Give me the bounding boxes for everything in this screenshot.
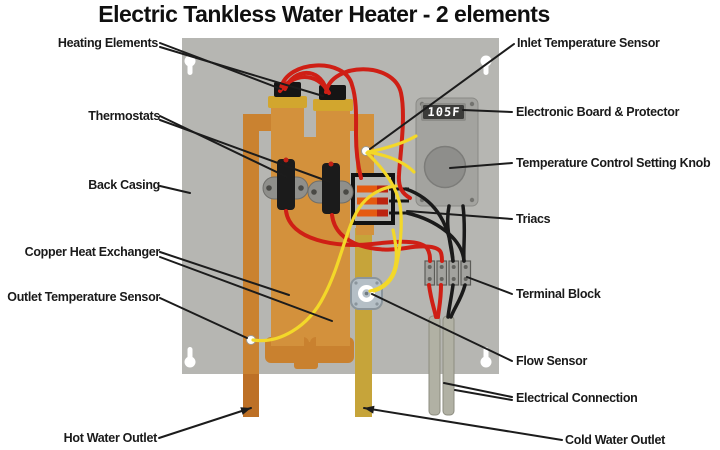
leader-copper-exchanger-1 (159, 251, 290, 296)
hot-water-outlet-pipe (243, 374, 259, 417)
leader-thermostats-2 (159, 119, 331, 183)
leader-lines (158, 42, 563, 441)
label-triacs: Triacs (516, 212, 551, 226)
leader-terminal-block (466, 276, 513, 295)
arrowhead-hot-water (240, 407, 251, 415)
leader-electronic-board (462, 109, 513, 113)
cold-water-outlet-pipe (355, 374, 372, 417)
electronic-board (415, 97, 479, 207)
label-electronic-board-protector: Electronic Board & Protector (516, 105, 680, 119)
leader-triacs (406, 210, 513, 220)
heating-column-1 (271, 106, 304, 346)
label-terminal-block: Terminal Block (516, 287, 601, 301)
heating-element-collar-2 (313, 99, 353, 111)
heating-column-2 (316, 109, 350, 346)
thermostat-1 (262, 157, 309, 210)
label-back-casing: Back Casing (88, 178, 160, 192)
leader-copper-exchanger-2 (159, 256, 333, 322)
mounting-keyhole-top-left (184, 55, 196, 75)
label-outlet-temperature-sensor: Outlet Temperature Sensor (7, 290, 160, 304)
leader-heating-elements-2 (159, 46, 324, 97)
label-inlet-temperature-sensor: Inlet Temperature Sensor (517, 36, 660, 50)
exchanger-bottom-block (294, 342, 318, 369)
board-screw (469, 101, 475, 107)
electrical-cable-1 (428, 315, 441, 416)
triacs (351, 173, 409, 225)
leader-outlet-sensor (159, 297, 248, 339)
temperature-display (423, 105, 464, 119)
label-flow-sensor: Flow Sensor (516, 354, 588, 368)
leader-thermostats-1 (159, 115, 288, 178)
mounting-keyhole-bottom-left (184, 347, 196, 368)
label-hot-water-outlet: Hot Water Outlet (63, 431, 158, 445)
leader-electrical-1 (443, 382, 513, 398)
leader-electrical-2 (454, 389, 513, 401)
page-title: Electric Tankless Water Heater - 2 eleme… (98, 1, 550, 27)
label-cold-water-outlet: Cold Water Outlet (565, 433, 665, 447)
leader-hot-water-outlet (158, 407, 252, 439)
pipe-left (243, 114, 259, 374)
label-thermostats: Thermostats (88, 109, 160, 123)
label-heating-elements: Heating Elements (57, 36, 158, 50)
label-copper-heat-exchanger: Copper Heat Exchanger (24, 245, 161, 259)
yellow-wires (251, 134, 418, 343)
leader-back-casing (159, 185, 191, 194)
leader-knob (449, 162, 513, 169)
red-wires (278, 63, 444, 319)
leader-cold-water-outlet (363, 407, 563, 441)
leader-flow-sensor (371, 293, 513, 362)
label-electrical-connection: Electrical Connection (516, 391, 638, 405)
mounting-keyhole-bottom-right (480, 347, 492, 368)
flow-sensor (350, 277, 383, 310)
leader-inlet-sensor (369, 43, 515, 150)
display-value: 105F (427, 105, 461, 119)
label-temperature-control-setting-knob: Temperature Control Setting Knob (516, 156, 711, 170)
arrowhead-cold-water (364, 405, 375, 414)
thermostat-2 (307, 161, 354, 214)
heating-element-collar-1 (268, 96, 307, 108)
board-screw (469, 197, 475, 203)
